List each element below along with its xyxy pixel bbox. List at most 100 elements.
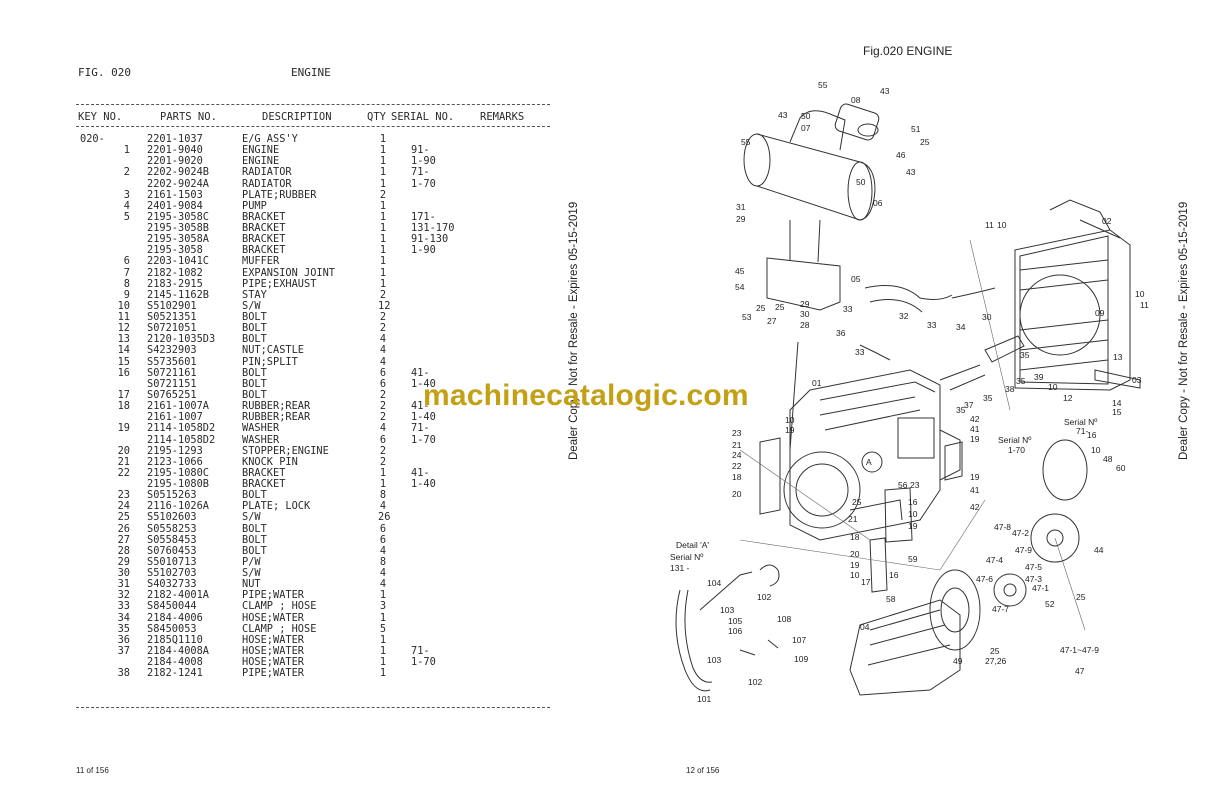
row-description: BOLT bbox=[242, 333, 267, 346]
row-description: BOLT bbox=[242, 522, 267, 535]
row-part-number: 2161-1007 bbox=[147, 411, 203, 424]
callout-103-b: 103 bbox=[707, 655, 721, 665]
row-description: BRACKET bbox=[242, 466, 286, 479]
callout-02: 02 bbox=[1102, 216, 1112, 226]
callout-29-a: 29 bbox=[736, 214, 746, 224]
row-description: PIPE;EXHAUST bbox=[242, 277, 317, 290]
callout-109: 109 bbox=[794, 654, 808, 664]
row-description: WASHER bbox=[242, 433, 280, 446]
callout-58: 58 bbox=[886, 594, 896, 604]
callout-25-d: 25 bbox=[852, 497, 862, 507]
row-description: BRACKET bbox=[242, 210, 286, 223]
callout-35-a: 35 bbox=[1020, 350, 1030, 360]
row-quantity: 1 bbox=[379, 466, 387, 479]
row-description: E/G ASS'Y bbox=[242, 133, 298, 145]
row-description: BRACKET bbox=[242, 478, 286, 491]
row-part-number: S0721051 bbox=[147, 322, 197, 335]
callout-11-top: 11 bbox=[985, 220, 994, 230]
row-part-number: 2120-1035D3 bbox=[147, 333, 216, 346]
callout-19-a: 19 bbox=[785, 425, 795, 435]
row-serial: 1-40 bbox=[411, 478, 436, 491]
row-serial: 71- bbox=[411, 166, 430, 179]
serial-label-170: Serial Nº bbox=[998, 435, 1031, 445]
row-quantity: 1 bbox=[379, 633, 387, 646]
callout-04: 04 bbox=[860, 622, 870, 632]
callout-25-a: 25 bbox=[920, 137, 930, 147]
callout-37: 37 bbox=[964, 400, 974, 410]
row-quantity: 6 bbox=[379, 433, 387, 446]
row-part-number: 2161-1503 bbox=[147, 188, 203, 201]
row-part-number: 2184-4008A bbox=[147, 644, 209, 657]
callout-19-e: 19 bbox=[850, 560, 860, 570]
row-item-number: 36 bbox=[117, 633, 130, 646]
page-number-left: 11 of 156 bbox=[76, 766, 109, 775]
hydraulic-pump-drawing bbox=[849, 569, 981, 696]
row-description: BOLT bbox=[242, 366, 267, 379]
row-part-number: S4032733 bbox=[147, 578, 197, 591]
row-item-number: 26 bbox=[117, 522, 130, 535]
callout-22: 22 bbox=[732, 461, 742, 471]
callout-38: 38 bbox=[1005, 384, 1015, 394]
row-key: 020- bbox=[80, 133, 105, 145]
row-quantity: 1 bbox=[379, 199, 387, 212]
row-quantity: 1 bbox=[379, 266, 387, 279]
row-part-number: 2195-1293 bbox=[147, 444, 203, 457]
row-part-number: 2114-1058D2 bbox=[147, 422, 216, 435]
callout-42-a: 42 bbox=[970, 414, 980, 424]
callout-105: 105 bbox=[728, 616, 742, 626]
row-part-number: 2401-9084 bbox=[147, 199, 203, 212]
callout-44: 44 bbox=[1094, 545, 1104, 555]
row-item-number: 21 bbox=[117, 455, 130, 468]
callout-59: 59 bbox=[908, 554, 918, 564]
row-item-number: 15 bbox=[117, 355, 130, 368]
row-quantity: 1 bbox=[379, 611, 387, 624]
row-quantity: 12 bbox=[378, 299, 391, 312]
row-serial: 1-90 bbox=[411, 155, 436, 168]
row-serial: 1-40 bbox=[411, 377, 436, 390]
callout-03: 03 bbox=[1132, 375, 1142, 385]
row-part-number: 2201-9040 bbox=[147, 144, 203, 157]
row-quantity: 26 bbox=[378, 511, 391, 524]
callout-47-6: 47-6 bbox=[976, 574, 993, 584]
callout-36: 36 bbox=[836, 328, 846, 338]
row-description: RUBBER;REAR bbox=[242, 400, 311, 413]
row-part-number: 2202-9024B bbox=[147, 166, 209, 179]
callout-46: 46 bbox=[896, 150, 906, 160]
row-quantity: 1 bbox=[379, 478, 387, 491]
row-serial: 1-90 bbox=[411, 244, 436, 257]
row-quantity: 2 bbox=[379, 188, 387, 201]
row-description: P/W bbox=[242, 555, 261, 568]
row-item-number: 19 bbox=[117, 422, 130, 435]
guide-lines bbox=[739, 239, 1086, 631]
row-item-number: 7 bbox=[123, 266, 130, 279]
detail-a-label: Detail 'A' bbox=[676, 540, 709, 550]
row-item-number: 20 bbox=[117, 444, 130, 457]
row-item-number: 8 bbox=[123, 277, 130, 290]
row-quantity: 4 bbox=[379, 544, 387, 557]
row-description: S/W bbox=[242, 299, 261, 312]
row-quantity: 1 bbox=[379, 667, 387, 680]
callout-19-d: 19 bbox=[908, 521, 918, 531]
row-part-number: 2161-1007A bbox=[147, 400, 209, 413]
row-item-number: 1 bbox=[123, 144, 130, 157]
row-quantity: 2 bbox=[379, 455, 387, 468]
row-description: RADIATOR bbox=[242, 166, 292, 179]
